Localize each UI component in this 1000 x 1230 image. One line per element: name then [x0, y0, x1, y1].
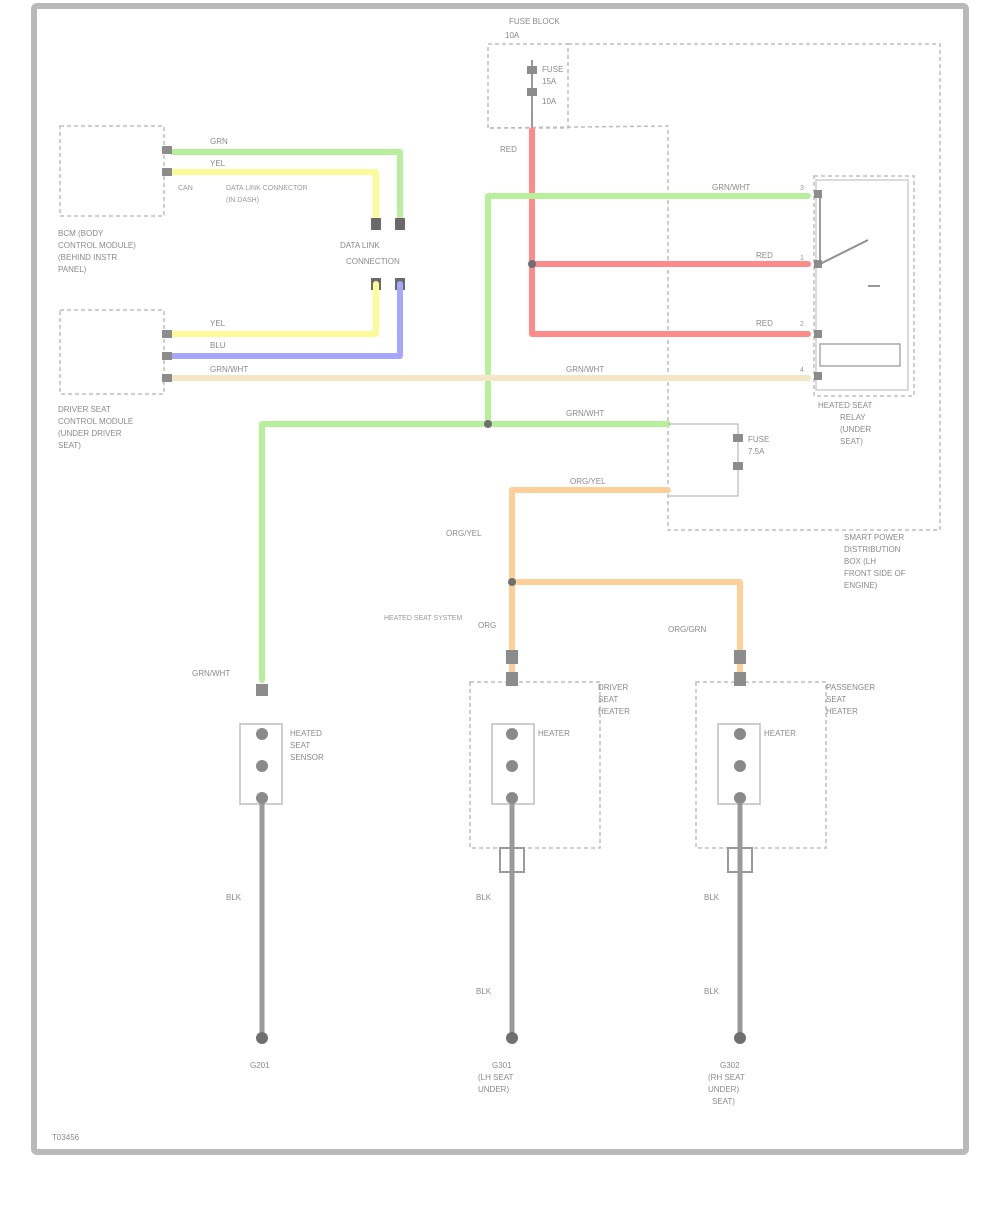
ground-mid-line-1: G301 [492, 1061, 512, 1070]
ground-right-wire-1: BLK [704, 893, 720, 902]
bcm-line-2: CONTROL MODULE) [58, 241, 136, 250]
ground-left-wire: BLK [226, 893, 242, 902]
ground-mid-wire-1: BLK [476, 893, 492, 902]
bcm-note: DATA LINK CONNECTOR [226, 185, 308, 192]
bcm-wire-b: YEL [210, 159, 226, 168]
ground-right-line-4: SEAT) [712, 1097, 735, 1106]
bcm-note2: (IN DASH) [226, 197, 259, 204]
ground-right-line-1: G302 [720, 1061, 740, 1070]
sensor-line-2: SEAT [290, 741, 310, 750]
dsm-line-4: SEAT) [58, 441, 81, 450]
heated-seat-relay: 3 1 2 4 HEATED SEAT RELAY (UNDER SEAT) [800, 175, 915, 446]
fuse-top-num2: 10A [542, 97, 557, 106]
wire-red-2-label: RED [756, 319, 773, 328]
outer-border [31, 3, 969, 1155]
pjb-line-4: FRONT SIDE OF [844, 569, 906, 578]
wire-green-top-label: GRN/WHT [712, 183, 750, 192]
wire-red-top-label: RED [500, 145, 517, 154]
dsm-wire-c: GRN/WHT [210, 365, 248, 374]
dsm-line-1: DRIVER SEAT [58, 405, 111, 414]
fuse-mid: FUSE 7.5A [668, 423, 769, 497]
red-wires: RED RED RED [500, 127, 811, 337]
driver-heater-line-3: HEATER [598, 707, 630, 716]
relay-line-3: (UNDER [840, 425, 871, 434]
ground-right-wire-2: BLK [704, 987, 720, 996]
svg-text:1: 1 [800, 255, 804, 262]
pjb-line-1: SMART POWER [844, 533, 904, 542]
relay-line-2: RELAY [840, 413, 866, 422]
dsm-wire-b: BLU [210, 341, 226, 350]
wire-orange-3-label: ORG [478, 621, 496, 630]
ground-right-line-3: UNDER) [708, 1085, 739, 1094]
passenger-heater-line-3: HEATER [826, 707, 858, 716]
fuse-top-label: FUSE [542, 65, 563, 74]
fuse-top-num: 10A [505, 31, 520, 40]
ground-mid-line-2: (LH SEAT [478, 1073, 514, 1082]
passenger-heater-line-1: PASSENGER [826, 683, 875, 692]
dsm-wire-a: YEL [210, 319, 226, 328]
wire-green-left-label: GRN/WHT [192, 669, 230, 678]
bcm-wire-a: GRN [210, 137, 228, 146]
driver-heater-line-1: DRIVER [598, 683, 628, 692]
ground-mid-line-3: UNDER) [478, 1085, 509, 1094]
module-bcm: GRN YEL CAN DATA LINK CONNECTOR (IN DASH… [58, 125, 403, 274]
pjb-line-2: DISTRIBUTION [844, 545, 901, 554]
svg-text:2: 2 [800, 321, 804, 328]
bcm-line-1: BCM (BODY [58, 229, 104, 238]
bcm-line-4: PANEL) [58, 265, 87, 274]
wire-green-mid-label: GRN/WHT [566, 409, 604, 418]
svg-text:4: 4 [800, 367, 804, 374]
wire-orange-1-label: ORG/YEL [570, 477, 606, 486]
passenger-seat-heater: HEATER PASSENGER SEAT HEATER BLK BLK G30… [695, 650, 875, 1106]
pjb-line-3: BOX (LH [844, 557, 876, 566]
joint-line-1: DATA LINK [340, 241, 380, 250]
green-wires: GRN/WHT GRN/WHT GRN/WHT [192, 183, 811, 683]
sensor-line-1: HEATED [290, 729, 322, 738]
wire-orange-4-label: ORG/GRN [668, 625, 706, 634]
fuse-block-top: FUSE BLOCK 10A FUSE 15A 10A [487, 17, 941, 531]
diagram-id: T03456 [52, 1133, 80, 1142]
driver-heater-line-2: SEAT [598, 695, 618, 704]
data-link-connection: DATA LINK CONNECTION [340, 218, 405, 290]
tan-wire: GRN/WHT [169, 365, 811, 381]
orange-wires: ORG/YEL ORG/YEL ORG ORG/GRN HEATED SEAT … [384, 477, 743, 683]
ground-left-label: G201 [250, 1061, 270, 1070]
pjb-label: SMART POWER DISTRIBUTION BOX (LH FRONT S… [844, 533, 906, 590]
wire-orange-2-label: ORG/YEL [446, 529, 482, 538]
sensor-line-3: SENSOR [290, 753, 324, 762]
ground-mid-wire-2: BLK [476, 987, 492, 996]
passenger-heater-line-2: SEAT [826, 695, 846, 704]
fuse-mid-sub: 7.5A [748, 447, 765, 456]
heated-seat-sensor: HEATED SEAT SENSOR BLK G201 [226, 684, 324, 1070]
bcm-wire-c: CAN [178, 185, 193, 192]
svg-text:3: 3 [800, 185, 804, 192]
fuse-block-title: FUSE BLOCK [509, 17, 560, 26]
passenger-heater-inner: HEATER [764, 729, 796, 738]
driver-heater-inner: HEATER [538, 729, 570, 738]
driver-seat-heater: HEATER DRIVER SEAT HEATER BLK BLK G301 (… [469, 650, 630, 1094]
dsm-line-2: CONTROL MODULE [58, 417, 133, 426]
pjb-line-5: ENGINE) [844, 581, 878, 590]
bcm-line-3: (BEHIND INSTR [58, 253, 117, 262]
dsm-line-3: (UNDER DRIVER [58, 429, 122, 438]
ghost-text: HEATED SEAT SYSTEM [384, 615, 462, 622]
fuse-mid-label: FUSE [748, 435, 769, 444]
ground-right-line-2: (RH SEAT [708, 1073, 745, 1082]
wire-tan-label: GRN/WHT [566, 365, 604, 374]
relay-line-1: HEATED SEAT [818, 401, 872, 410]
fuse-top-sub: 15A [542, 77, 557, 86]
wire-red-1-label: RED [756, 251, 773, 260]
module-driver-seat: YEL BLU GRN/WHT DRIVER SEAT CONTROL MODU… [58, 281, 403, 450]
relay-line-4: SEAT) [840, 437, 863, 446]
joint-line-2: CONNECTION [346, 257, 400, 266]
